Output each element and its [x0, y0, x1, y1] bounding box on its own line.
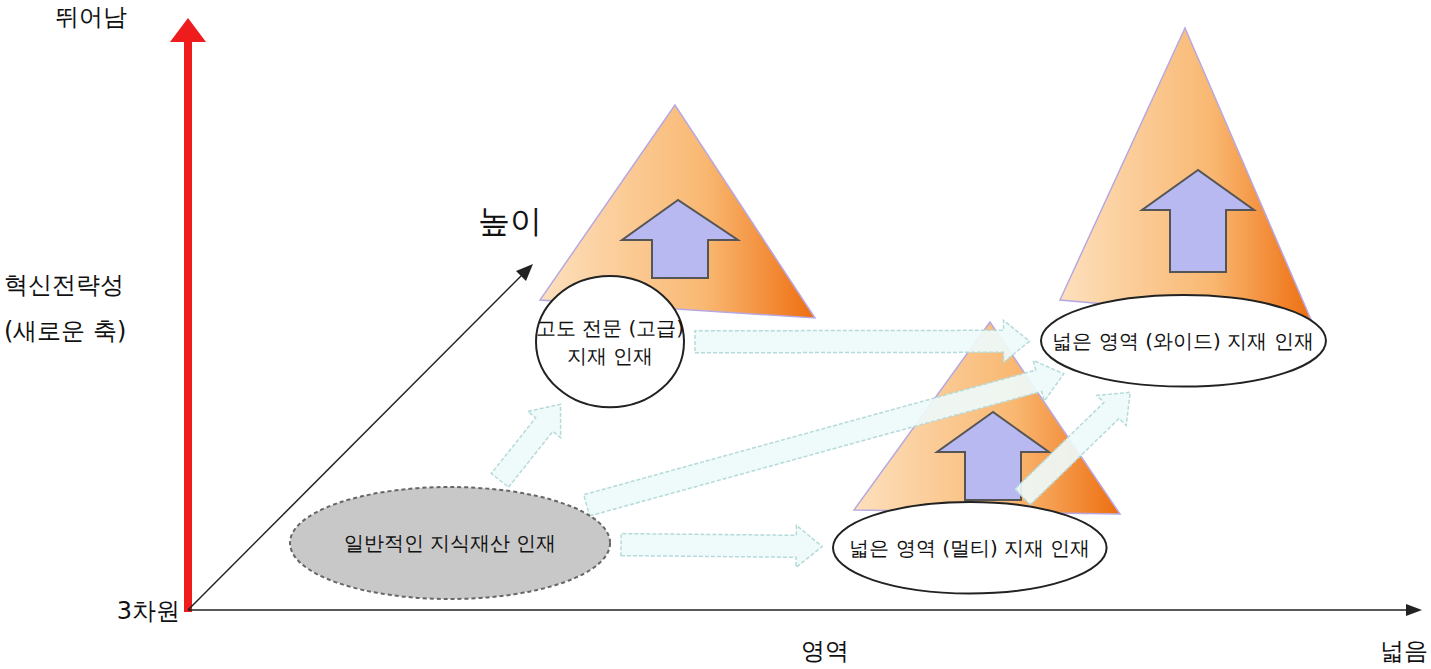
- ellipse-node: 넓은 영역 (멀티) 지재 인재: [832, 501, 1108, 595]
- horizontal-axis: [188, 609, 1410, 611]
- block-arrow: [695, 320, 1030, 362]
- axis-label: 혁신전략성 (새로운 축): [4, 262, 164, 354]
- axis-label: 영역: [801, 636, 849, 667]
- node-text: 넓은 영역 (멀티) 지재 인재: [849, 534, 1090, 562]
- block-arrow: [1015, 392, 1130, 505]
- cone: [1060, 28, 1312, 322]
- block-arrow: [491, 404, 560, 487]
- ellipse-outline: [535, 275, 685, 408]
- vertical-axis: [184, 40, 192, 612]
- ellipse-node: 고도 전문 (고급) 지재 인재: [535, 275, 685, 408]
- ellipse-node: 넓은 영역 (와이드) 지재 인재: [1040, 294, 1327, 388]
- axis-label: 높이: [478, 200, 542, 242]
- up-arrow: [1142, 170, 1254, 272]
- axis-arrowhead: [516, 264, 533, 281]
- axis-label: 넓음: [1380, 636, 1428, 667]
- ellipse-node: 일반적인 지식재산 인재: [289, 486, 611, 600]
- block-arrow: [621, 525, 822, 567]
- node-text: 일반적인 지식재산 인재: [344, 529, 557, 557]
- axis-arrowhead: [1406, 604, 1422, 616]
- axis-arrowhead: [170, 18, 206, 42]
- axis-label: 3차원: [117, 596, 180, 627]
- node-text: 고도 전문 (고급) 지재 인재: [535, 314, 685, 370]
- node-text: 넓은 영역 (와이드) 지재 인재: [1052, 327, 1313, 355]
- up-arrow: [622, 200, 738, 278]
- axis-label: 뛰어남: [55, 2, 127, 33]
